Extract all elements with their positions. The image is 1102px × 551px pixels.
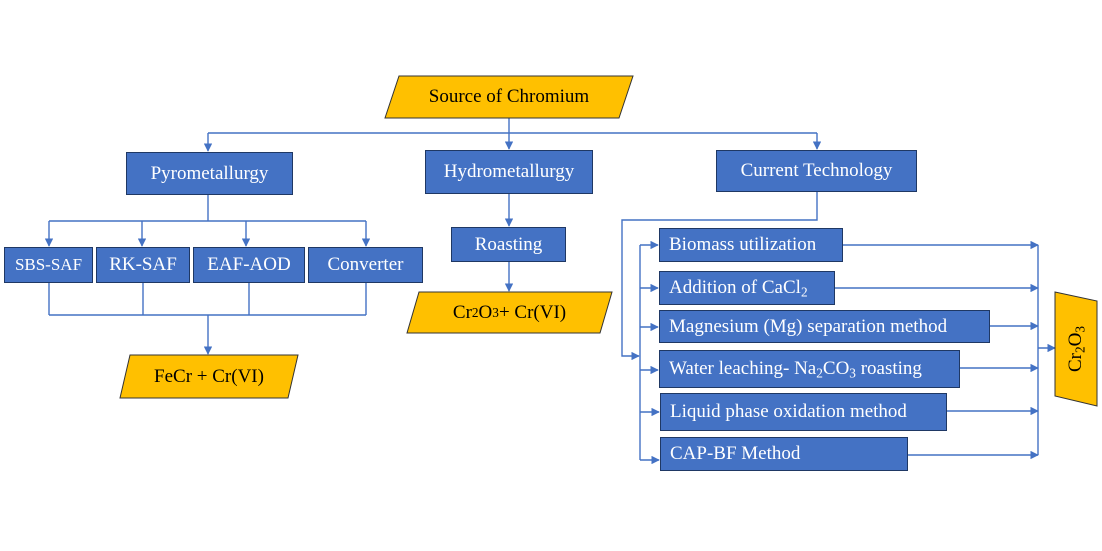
pyrometallurgy-box: Pyrometallurgy	[126, 152, 293, 195]
method-addition-of-cacl2: Addition of CaCl2	[659, 271, 835, 305]
current-output: Cr2O3	[1054, 291, 1098, 407]
process-rk-saf: RK-SAF	[96, 247, 190, 283]
hydrometallurgy-box: Hydrometallurgy	[425, 150, 593, 194]
process-sbs-saf: SBS-SAF	[4, 247, 93, 283]
method-label: CAP-BF Method	[670, 443, 801, 464]
pyro-output-label: FeCr + Cr(VI)	[154, 365, 264, 387]
process-label: EAF-AOD	[207, 254, 291, 275]
process-label: SBS-SAF	[14, 255, 83, 274]
method-label: Water leaching- Na2CO3 roasting	[669, 358, 922, 381]
method-liquid-phase-oxidation: Liquid phase oxidation method	[660, 393, 947, 431]
roasting-label: Roasting	[474, 233, 543, 255]
pyro-output: FeCr + Cr(VI)	[119, 354, 299, 399]
source-label: Source of Chromium	[428, 86, 590, 107]
current-technology-box: Current Technology	[716, 150, 917, 192]
current-output-label: Cr2O3	[1065, 325, 1088, 373]
method-label: Magnesium (Mg) separation method	[669, 315, 948, 337]
roasting-box: Roasting	[451, 227, 566, 262]
method-label: Biomass utilization	[669, 234, 817, 255]
method-cap-bf: CAP-BF Method	[660, 437, 908, 471]
process-label: Converter	[327, 254, 404, 275]
process-label: RK-SAF	[109, 254, 177, 275]
pyrometallurgy-label: Pyrometallurgy	[150, 162, 269, 184]
hydrometallurgy-label: Hydrometallurgy	[443, 161, 575, 182]
process-eaf-aod: EAF-AOD	[193, 247, 305, 283]
method-label: Liquid phase oxidation method	[670, 401, 907, 422]
current-technology-label: Current Technology	[740, 160, 893, 181]
method-magnesium-separation: Magnesium (Mg) separation method	[659, 310, 990, 343]
method-biomass-utilization: Biomass utilization	[659, 228, 843, 262]
process-converter: Converter	[308, 247, 423, 283]
method-water-leaching: Water leaching- Na2CO3 roasting	[659, 350, 960, 388]
source-of-chromium: Source of Chromium	[384, 75, 634, 119]
method-label: Addition of CaCl2	[669, 277, 808, 300]
connector-current-down	[621, 192, 818, 361]
